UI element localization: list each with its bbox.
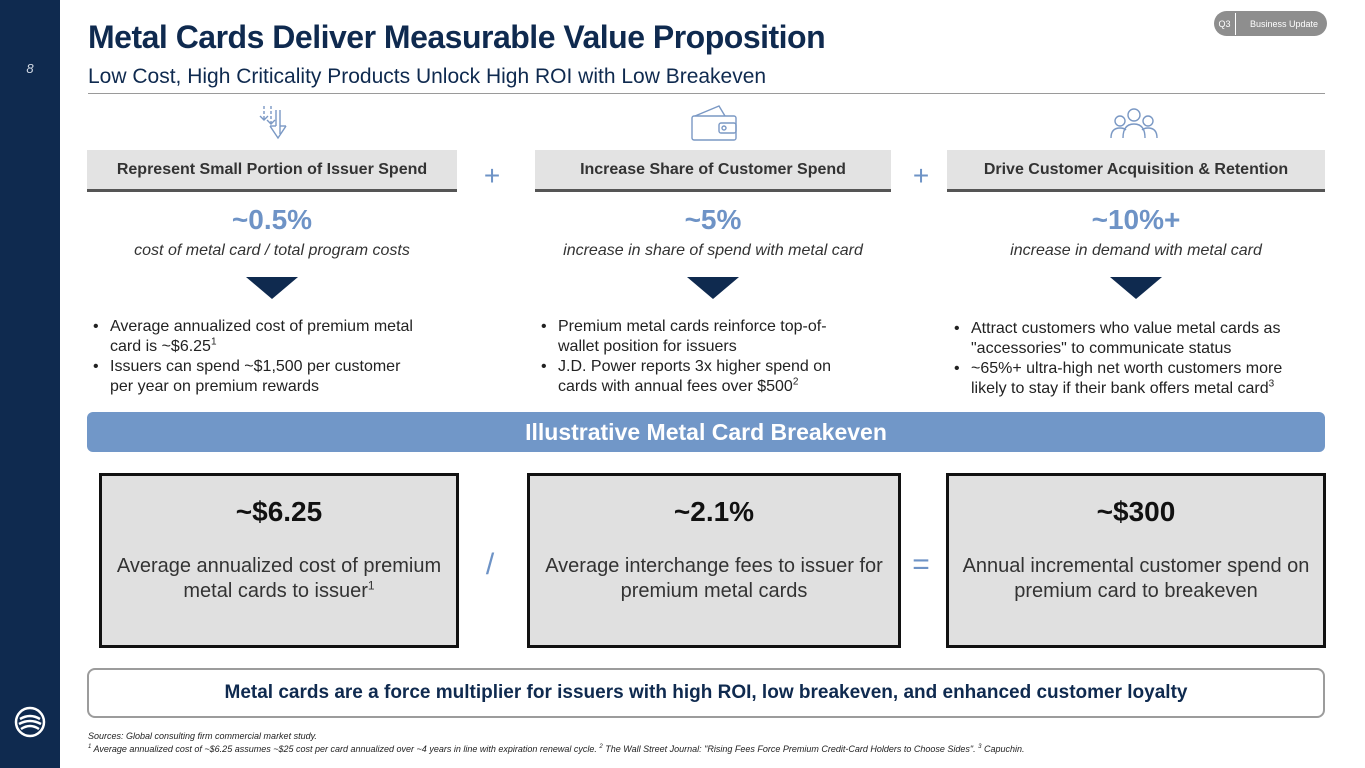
title-divider <box>88 93 1325 94</box>
sources-note: Sources: Global consulting firm commerci… <box>88 731 317 741</box>
breakeven-box-spend: ~$300 Annual incremental customer spend … <box>946 473 1326 648</box>
bullet-item: J.D. Power reports 3x higher spend oncar… <box>536 357 896 397</box>
page-subtitle: Low Cost, High Criticality Products Unlo… <box>88 65 767 88</box>
plus-operator-2: + <box>912 160 930 191</box>
arrows-down-icon <box>259 106 287 140</box>
equals-operator: = <box>912 548 930 581</box>
bullets-customer-spend: Premium metal cards reinforce top-of-wal… <box>536 317 896 397</box>
box-value: ~$300 <box>1096 496 1176 527</box>
down-arrow-triangle-icon <box>246 277 298 299</box>
header-issuer-spend: Represent Small Portion of Issuer Spend <box>87 150 457 192</box>
box-value: ~$6.25 <box>235 496 323 527</box>
quarter-label: Q3 <box>1214 12 1236 35</box>
business-update-badge: Q3 Business Update <box>1214 11 1327 36</box>
page-number: 8 <box>26 61 34 76</box>
header-customer-spend: Increase Share of Customer Spend <box>535 150 891 192</box>
page-title: Metal Cards Deliver Measurable Value Pro… <box>88 19 826 55</box>
breakeven-box-interchange: ~2.1% Average interchange fees to issuer… <box>527 473 901 648</box>
bullet-item: Average annualized cost of premium metal… <box>88 317 458 357</box>
down-arrow-triangle-icon <box>1110 277 1162 299</box>
header-acquisition-retention: Drive Customer Acquisition & Retention <box>947 150 1325 192</box>
footnotes: 1 Average annualized cost of ~$6.25 assu… <box>88 744 1025 754</box>
bullets-acquisition: Attract customers who value metal cards … <box>949 319 1325 399</box>
plus-operator-1: + <box>483 160 501 191</box>
conclusion-callout: Metal cards are a force multiplier for i… <box>87 668 1325 718</box>
bullets-issuer-spend: Average annualized cost of premium metal… <box>88 317 458 397</box>
stat-issuer-spend: ~0.5% <box>231 204 313 235</box>
caption-customer-spend: increase in share of spend with metal ca… <box>563 242 863 259</box>
people-group-icon <box>1110 108 1158 139</box>
bullet-item: Issuers can spend ~$1,500 per customerpe… <box>88 357 458 397</box>
caption-acquisition: increase in demand with metal card <box>1010 242 1262 259</box>
bullet-item: Premium metal cards reinforce top-of-wal… <box>536 317 896 357</box>
divide-operator: / <box>485 548 495 581</box>
box-value: ~2.1% <box>673 496 755 527</box>
down-arrow-triangle-icon <box>687 277 739 299</box>
stat-customer-spend: ~5% <box>684 204 742 235</box>
stat-acquisition: ~10%+ <box>1091 204 1181 235</box>
wallet-icon <box>691 105 737 141</box>
caption-issuer-spend: cost of metal card / total program costs <box>134 242 410 259</box>
breakeven-box-cost: ~$6.25 Average annualized cost of premiu… <box>99 473 459 648</box>
badge-label: Business Update <box>1250 18 1319 29</box>
bullet-item: Attract customers who value metal cards … <box>949 319 1325 359</box>
bullet-item: ~65%+ ultra-high net worth customers mor… <box>949 359 1325 399</box>
breakeven-banner: Illustrative Metal Card Breakeven <box>87 412 1325 452</box>
left-sidebar <box>0 0 60 768</box>
company-logo-icon <box>14 706 46 738</box>
